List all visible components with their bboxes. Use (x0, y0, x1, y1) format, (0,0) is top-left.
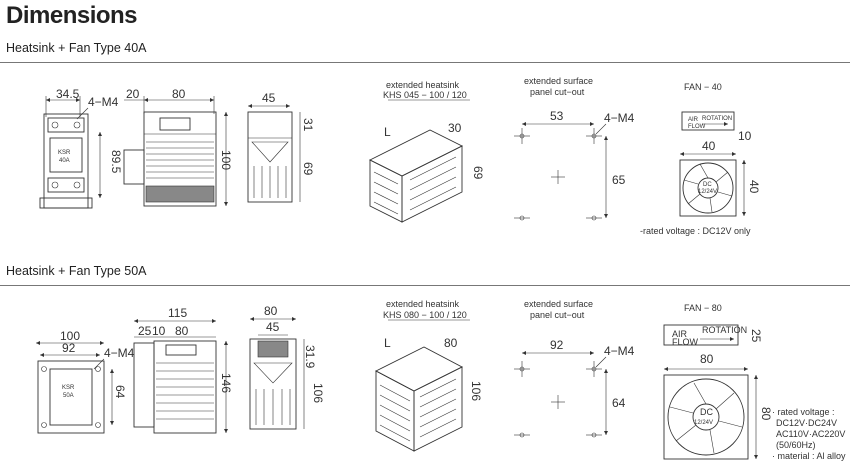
dim-label: 80 (759, 407, 773, 421)
dim-label: 100 (60, 329, 80, 343)
dim-label: 4−M4 (88, 95, 119, 109)
caption: extended heatsink (386, 80, 460, 90)
caption: extended surface (524, 76, 593, 86)
airflow-label: AIR (688, 117, 699, 123)
fan-note: · rated voltage : (772, 407, 835, 417)
dim-label: 40 (747, 180, 761, 194)
dim-label: 64 (612, 396, 626, 410)
cutout-50a: extended surface panel cut−out 92 4−M4 6… (514, 299, 635, 438)
fan-note: (50/60Hz) (776, 440, 816, 450)
rotation-label: ROTATION (702, 116, 732, 122)
dim-label: 69 (301, 162, 315, 176)
dim-label: 4−M4 (604, 111, 635, 125)
dim-label: 80 (172, 87, 186, 101)
fan-dc: DC (703, 182, 712, 188)
caption: KHS 080 − 100 / 120 (383, 310, 467, 320)
dim-label: 31.9 (303, 345, 317, 369)
device-label: KSR (58, 150, 71, 156)
dim-label: 92 (62, 341, 76, 355)
caption: extended heatsink (386, 299, 460, 309)
dim-label: 10 (152, 324, 166, 338)
dim-label: 30 (448, 121, 462, 135)
dim-label: 4−M4 (104, 346, 135, 360)
drawing-40a: 34.5 4−M4 KSR 40A 89.5 20 80 (39, 76, 761, 236)
dim-label: 31 (301, 118, 315, 132)
section-heading-40a: Heatsink + Fan Type 40A (6, 41, 147, 55)
front-view-40a: 34.5 4−M4 KSR 40A 89.5 (39, 87, 123, 209)
side-view-50a: 115 25 10 80 146 (133, 306, 233, 434)
dim-label: L (384, 125, 391, 139)
section-divider (0, 62, 850, 63)
dim-label: 45 (266, 320, 280, 334)
iso-view-40a: extended heatsink KHS 045 − 100 / 120 L … (368, 80, 485, 223)
dim-label: 80 (700, 352, 714, 366)
caption: panel cut−out (530, 310, 585, 320)
dim-label: 40 (702, 139, 716, 153)
end-view-40a: 45 31 69 (247, 91, 315, 203)
caption: KHS 045 − 100 / 120 (383, 90, 467, 100)
front-view-50a: 100 92 4−M4 KSR 50A 64 (36, 329, 135, 434)
device-label: 40A (59, 158, 70, 164)
rotation-label: ROTATION (702, 325, 747, 335)
device-label: 50A (63, 393, 74, 399)
side-view-40a: 20 80 100 (123, 87, 233, 207)
fan-volt: 12/24V (698, 189, 717, 195)
dim-label: 45 (262, 91, 276, 105)
end-view-50a: 80 45 31.9 106 (249, 304, 325, 430)
fan-title: FAN − 80 (684, 303, 722, 313)
dim-label: 69 (471, 166, 485, 180)
fan-note: -rated voltage : DC12V only (640, 226, 751, 236)
dim-label: 100 (219, 150, 233, 170)
fan-title: FAN − 40 (684, 82, 722, 92)
dim-label: L (384, 336, 391, 350)
dim-label: 25 (749, 329, 763, 343)
fan-80: FAN − 80 AIR FLOW ROTATION 25 80 DC 12/2… (663, 303, 846, 461)
section-heading-50a: Heatsink + Fan Type 50A (6, 264, 147, 278)
dim-label: 89.5 (109, 150, 123, 174)
dim-label: 146 (219, 373, 233, 393)
dim-label: 53 (550, 109, 564, 123)
fan-note: · material : Al alloy (772, 451, 846, 461)
dim-label: 4−M4 (604, 344, 635, 358)
caption: extended surface (524, 299, 593, 309)
airflow-label: FLOW (672, 337, 699, 347)
fan-volt: 12/24V (694, 420, 713, 426)
drawing-50a: 100 92 4−M4 KSR 50A 64 115 25 10 80 (36, 299, 846, 461)
dim-label: 80 (175, 324, 189, 338)
device-label: KSR (62, 385, 75, 391)
section-divider (0, 285, 850, 286)
dim-label: 20 (126, 87, 140, 101)
dim-label: 106 (469, 381, 483, 401)
dim-label: 64 (113, 385, 127, 399)
dim-label: 92 (550, 338, 564, 352)
airflow-label: FLOW (688, 124, 706, 130)
dim-label: 80 (264, 304, 278, 318)
dim-label: 80 (444, 336, 458, 350)
dim-label: 106 (311, 383, 325, 403)
fan-dc: DC (700, 407, 713, 417)
dim-label: 25 (138, 324, 152, 338)
dim-label: 115 (168, 306, 187, 320)
caption: panel cut−out (530, 87, 585, 97)
dim-label: 65 (612, 173, 626, 187)
dim-label: 10 (738, 129, 752, 143)
fan-note: DC12V·DC24V (776, 418, 837, 428)
airflow-label: AIR (672, 329, 688, 339)
page-title: Dimensions (6, 2, 138, 29)
cutout-40a: extended surface panel cut−out 53 4−M4 6… (514, 76, 635, 221)
iso-view-50a: extended heatsink KHS 080 − 100 / 120 L … (375, 299, 483, 452)
dim-label: 34.5 (56, 87, 80, 101)
fan-note: AC110V·AC220V (776, 429, 845, 439)
fan-40: FAN − 40 AIR FLOW ROTATION 10 40 DC 12/2… (640, 82, 761, 236)
